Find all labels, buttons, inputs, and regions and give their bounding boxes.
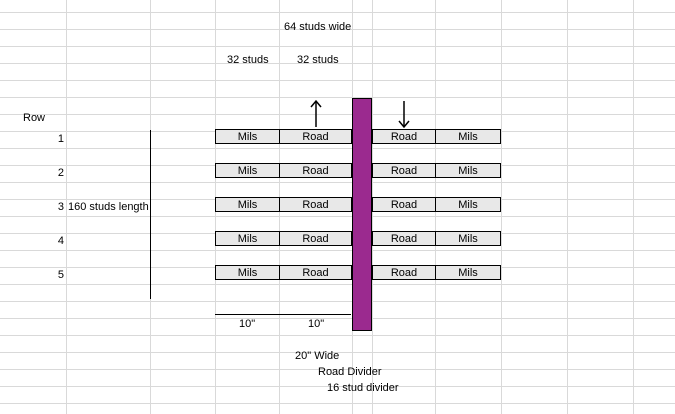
length-bracket-line bbox=[150, 130, 151, 299]
divider-label: Road Divider bbox=[318, 366, 382, 378]
divider-studs-label: 16 stud divider bbox=[327, 382, 399, 394]
left-width-label: 10" bbox=[239, 318, 256, 330]
width-label: 64 studs wide bbox=[284, 21, 352, 33]
road-cell[interactable]: Road bbox=[372, 265, 436, 280]
down-arrow-icon bbox=[398, 101, 410, 129]
road-cell[interactable]: Road bbox=[279, 197, 352, 212]
road-cell[interactable]: Road bbox=[279, 231, 352, 246]
road-cell[interactable]: Road bbox=[372, 197, 436, 212]
lane-label-right: 32 studs bbox=[297, 54, 339, 66]
road-cell[interactable]: Road bbox=[372, 163, 436, 178]
up-arrow-icon bbox=[310, 99, 322, 127]
row-header: Row bbox=[23, 112, 46, 124]
mils-cell[interactable]: Mils bbox=[215, 265, 280, 280]
mils-cell[interactable]: Mils bbox=[215, 163, 280, 178]
right-width-label: 10" bbox=[308, 318, 325, 330]
row-number: 4 bbox=[57, 235, 64, 247]
row-number: 2 bbox=[57, 167, 64, 179]
mils-cell[interactable]: Mils bbox=[435, 163, 501, 178]
mils-cell[interactable]: Mils bbox=[215, 231, 280, 246]
mils-cell[interactable]: Mils bbox=[435, 231, 501, 246]
total-width-label: 20" Wide bbox=[295, 350, 340, 362]
mils-cell[interactable]: Mils bbox=[435, 129, 501, 144]
mils-cell[interactable]: Mils bbox=[435, 197, 501, 212]
length-label: 160 studs length bbox=[68, 201, 149, 213]
mils-cell[interactable]: Mils bbox=[435, 265, 501, 280]
lane-label-left: 32 studs bbox=[227, 54, 269, 66]
road-divider-shape[interactable] bbox=[352, 98, 372, 331]
road-cell[interactable]: Road bbox=[372, 231, 436, 246]
row-number: 5 bbox=[57, 269, 64, 281]
mils-cell[interactable]: Mils bbox=[215, 197, 280, 212]
road-cell[interactable]: Road bbox=[279, 265, 352, 280]
road-cell[interactable]: Road bbox=[279, 163, 352, 178]
row-number: 1 bbox=[57, 133, 64, 145]
mils-cell[interactable]: Mils bbox=[215, 129, 280, 144]
width-baseline bbox=[215, 314, 351, 315]
road-cell[interactable]: Road bbox=[279, 129, 352, 144]
road-cell[interactable]: Road bbox=[372, 129, 436, 144]
row-number: 3 bbox=[57, 201, 64, 213]
